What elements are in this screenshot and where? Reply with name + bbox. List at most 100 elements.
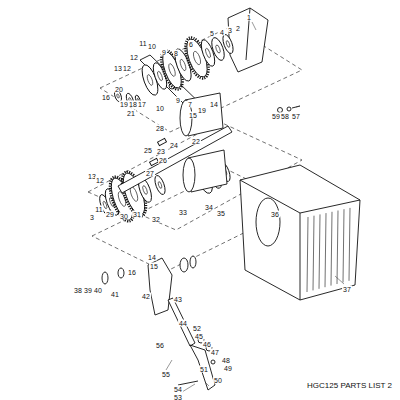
housing-ribs bbox=[343, 209, 344, 282]
shift-lever-assembly bbox=[178, 381, 198, 385]
callout-number: 2 bbox=[235, 25, 241, 32]
callout-number: 30 bbox=[119, 213, 129, 220]
callout-number: 29 bbox=[105, 211, 115, 218]
callout-number: 7 bbox=[187, 101, 193, 108]
gear-stack bbox=[142, 185, 148, 195]
leader-lines bbox=[296, 106, 300, 107]
gear-stack bbox=[153, 174, 167, 196]
callout-number: 6 bbox=[188, 41, 194, 48]
callout-number: 3 bbox=[89, 214, 95, 221]
gear-stack bbox=[221, 33, 235, 55]
callout-number: 32 bbox=[151, 216, 161, 223]
leader-lines bbox=[252, 22, 256, 30]
callout-number: 25 bbox=[143, 147, 153, 154]
gearbox-housing bbox=[240, 165, 360, 300]
callout-number: 5 bbox=[209, 30, 215, 37]
leader-lines bbox=[335, 276, 344, 284]
shaft-and-drums bbox=[118, 93, 232, 193]
callout-number: 51 bbox=[199, 366, 209, 373]
callout-number: 14 bbox=[209, 101, 219, 108]
gear-stack bbox=[146, 74, 154, 86]
callout-number: 4 bbox=[219, 29, 225, 36]
end-cover bbox=[228, 8, 300, 113]
callout-number: 45 bbox=[194, 333, 204, 340]
callout-number: 8 bbox=[173, 50, 179, 57]
gear-stack bbox=[192, 50, 202, 65]
callout-number: 21 bbox=[126, 110, 136, 117]
callout-number: 58 bbox=[280, 113, 290, 120]
gear-stack bbox=[97, 33, 235, 224]
callout-number: 39 bbox=[83, 287, 93, 294]
housing-ribs bbox=[349, 208, 350, 281]
callout-number: 44 bbox=[178, 320, 188, 327]
housing-ribs bbox=[325, 213, 326, 287]
callout-number: 47 bbox=[210, 349, 220, 356]
gear-stack bbox=[205, 48, 212, 58]
end-cover bbox=[287, 107, 291, 111]
callout-number: 41 bbox=[110, 291, 120, 298]
callout-number: 55 bbox=[161, 371, 171, 378]
callout-number: 15 bbox=[149, 263, 159, 270]
callout-number: 24 bbox=[169, 142, 179, 149]
callout-number: 42 bbox=[141, 293, 151, 300]
callout-number: 12 bbox=[95, 177, 105, 184]
housing-ribs bbox=[307, 217, 308, 292]
callout-number: 1 bbox=[246, 14, 252, 21]
shift-lever-assembly bbox=[102, 256, 215, 390]
leader-lines bbox=[166, 22, 344, 392]
callout-number: 31 bbox=[132, 211, 142, 218]
callout-number: 9 bbox=[175, 97, 181, 104]
callout-number: 16 bbox=[127, 269, 137, 276]
shift-lever-assembly bbox=[102, 272, 108, 284]
callout-number: 49 bbox=[223, 365, 233, 372]
callout-number: 3 bbox=[227, 27, 233, 34]
housing-ribs bbox=[307, 208, 350, 292]
housing-ribs bbox=[313, 216, 314, 291]
gear-stack bbox=[215, 44, 221, 53]
callout-number: 23 bbox=[156, 148, 166, 155]
callout-number: 20 bbox=[114, 86, 124, 93]
housing-ribs bbox=[331, 212, 332, 286]
shaft-and-drums bbox=[158, 138, 167, 145]
gearbox-housing bbox=[300, 200, 360, 213]
callout-number: 52 bbox=[192, 325, 202, 332]
callout-number: 19 bbox=[197, 107, 207, 114]
shift-lever-assembly bbox=[211, 360, 215, 364]
callout-number: 43 bbox=[173, 296, 183, 303]
end-cover bbox=[292, 106, 300, 108]
callout-number: 53 bbox=[173, 394, 183, 400]
callout-number: 12 bbox=[122, 65, 132, 72]
callout-number: 10 bbox=[147, 43, 157, 50]
callout-number: 50 bbox=[213, 377, 223, 384]
callout-number: 38 bbox=[73, 287, 83, 294]
callout-number: 56 bbox=[155, 342, 165, 349]
callout-number: 10 bbox=[155, 105, 165, 112]
shaft-and-drums bbox=[118, 126, 232, 193]
gear-stack bbox=[116, 94, 119, 99]
callout-number: 22 bbox=[191, 138, 201, 145]
callout-number: 34 bbox=[204, 204, 214, 211]
callout-number: 14 bbox=[147, 254, 157, 261]
shift-lever-assembly bbox=[118, 268, 124, 278]
caption: HGC125 PARTS LIST 2 bbox=[307, 382, 392, 390]
shift-lever-assembly bbox=[180, 258, 188, 272]
gear-stack bbox=[179, 59, 187, 72]
callout-number: 26 bbox=[158, 157, 168, 164]
housing-ribs bbox=[319, 214, 320, 288]
housing-ribs bbox=[337, 211, 338, 285]
callout-number: 57 bbox=[291, 113, 301, 120]
callout-number: 37 bbox=[342, 286, 352, 293]
gear-stack bbox=[167, 63, 176, 77]
callout-number: 33 bbox=[178, 209, 188, 216]
gearbox-housing bbox=[240, 165, 360, 300]
callout-number: 36 bbox=[270, 211, 280, 218]
callout-number: 15 bbox=[188, 112, 198, 119]
callout-number: 16 bbox=[101, 94, 111, 101]
callout-number: 48 bbox=[221, 357, 231, 364]
shift-lever-assembly bbox=[168, 298, 195, 346]
callout-number: 17 bbox=[137, 101, 147, 108]
callout-number: 12 bbox=[129, 54, 139, 61]
leader-lines bbox=[205, 382, 209, 386]
leader-lines bbox=[182, 384, 195, 392]
